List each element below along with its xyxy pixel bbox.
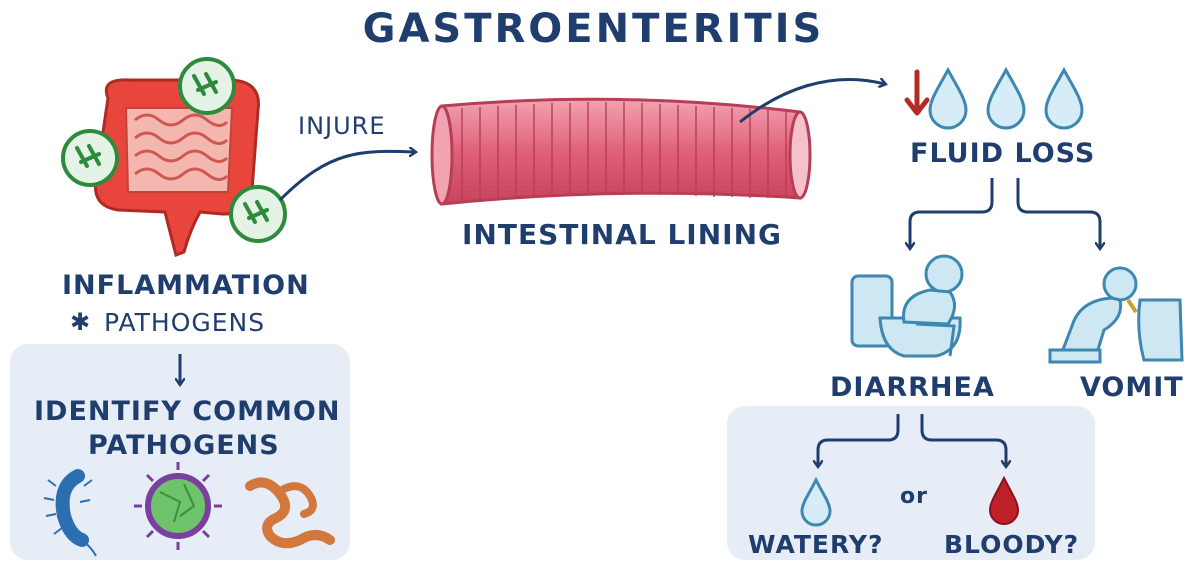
- diarrhea-arrow: [910, 178, 992, 248]
- diarrhea-label: DIARRHEA: [830, 372, 995, 403]
- toilet-person-icon: [852, 256, 962, 356]
- pathogen-badge-icon: [63, 131, 117, 185]
- blood-drop-icon: [990, 478, 1018, 524]
- watery-arrow: [818, 414, 898, 466]
- identify-label-line1: IDENTIFY COMMON: [34, 396, 340, 427]
- inflammation-label: INFLAMMATION: [62, 270, 310, 301]
- vomit-label: VOMIT: [1080, 372, 1184, 403]
- pathogens-label: PATHOGENS: [104, 308, 265, 337]
- water-drop-icon: [930, 70, 966, 128]
- worm-icon: [250, 482, 330, 543]
- watery-label: WATERY?: [748, 530, 883, 559]
- bloody-arrow: [922, 414, 1006, 466]
- vomit-person-icon: [1050, 268, 1182, 362]
- pathogen-badge-icon: [180, 59, 234, 113]
- vomit-arrow: [1018, 178, 1100, 248]
- identify-label-line2: PATHOGENS: [88, 430, 280, 461]
- water-drop-icon: [1046, 70, 1082, 128]
- or-label: or: [900, 484, 928, 509]
- intestinal-lining-icon: [432, 99, 810, 204]
- injure-arrow: [280, 151, 415, 200]
- down-arrow-icon: [907, 72, 927, 113]
- injure-label: INJURE: [298, 112, 386, 140]
- bloody-label: BLOODY?: [944, 530, 1079, 559]
- water-drop-icon: [802, 480, 830, 525]
- water-drop-icon: [988, 70, 1024, 128]
- bacterium-icon: [44, 476, 96, 556]
- pathogen-badge-icon: [231, 187, 285, 241]
- fluid-loss-label: FLUID LOSS: [910, 138, 1095, 169]
- intestinal-lining-label: INTESTINAL LINING: [462, 218, 782, 251]
- and-icon: ✱: [70, 308, 91, 336]
- virus-icon: [134, 462, 222, 550]
